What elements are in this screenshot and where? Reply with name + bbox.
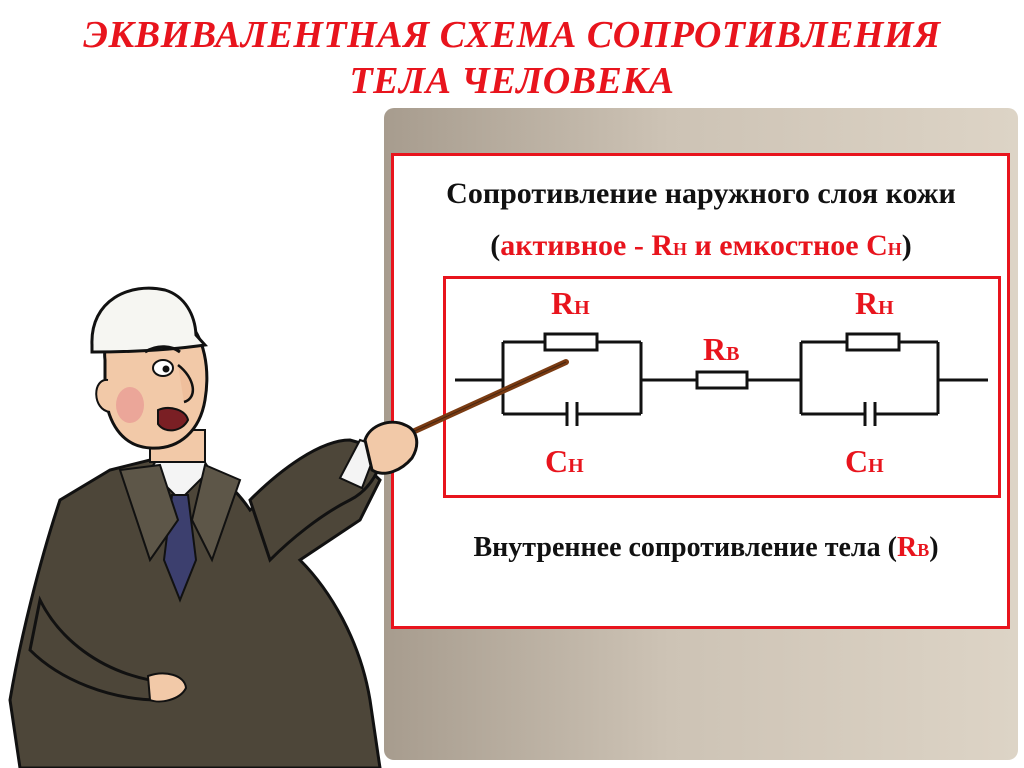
right-capacitor-label: СН bbox=[845, 443, 884, 479]
pupil bbox=[162, 365, 170, 373]
left-parallel-block bbox=[501, 332, 643, 426]
raised-hand bbox=[363, 420, 419, 475]
left-resistor-label: RН bbox=[551, 285, 590, 321]
left-resistor-symbol bbox=[543, 332, 599, 352]
heading-line2: (активное - RН и емкостное СН) bbox=[394, 220, 1008, 275]
right-lapel bbox=[190, 463, 242, 563]
heading-line1: Сопротивление наружного слоя кожи bbox=[446, 177, 956, 210]
middle-resistor-symbol bbox=[695, 370, 749, 390]
heading-active-label: активное - R bbox=[500, 229, 673, 262]
left-lapel bbox=[118, 463, 180, 563]
ear bbox=[95, 378, 111, 413]
caption-r-subscript: В bbox=[917, 540, 930, 560]
heading-open-paren: ( bbox=[490, 229, 501, 262]
middle-resistor-label: RВ bbox=[703, 331, 739, 367]
caption-r-main: R bbox=[896, 532, 918, 563]
heading-capacitive-label: и емкостное С bbox=[687, 229, 888, 262]
cheek-blush bbox=[116, 387, 144, 423]
right-resistor-symbol bbox=[845, 332, 901, 352]
hard-hat bbox=[90, 286, 208, 354]
eyebrow bbox=[144, 345, 181, 354]
heading-cn-subscript: Н bbox=[887, 239, 902, 259]
equivalent-circuit-diagram: RН СН RВ RН СН bbox=[455, 285, 988, 479]
left-capacitor-label: СН bbox=[545, 443, 584, 479]
nose bbox=[177, 364, 194, 404]
hip-hand bbox=[146, 672, 188, 703]
caption-close-paren: ) bbox=[929, 532, 939, 563]
right-parallel-block bbox=[799, 332, 940, 426]
skin-resistance-heading: Сопротивление наружного слоя кожи (актив… bbox=[394, 168, 1008, 275]
caption-text: Внутреннее сопротивление тела ( bbox=[473, 532, 897, 563]
lecturer-illustration bbox=[8, 286, 569, 768]
heading-close-paren: ) bbox=[901, 229, 912, 262]
slide-title-line1: ЭКВИВАЛЕНТНАЯ СХЕМА СОПРОТИВЛЕНИЯ bbox=[83, 14, 941, 56]
right-resistor-label: RН bbox=[855, 285, 894, 321]
internal-resistance-caption: Внутреннее сопротивление тела (RВ) bbox=[394, 528, 1008, 570]
heading-rn-subscript: Н bbox=[672, 239, 687, 259]
mouth bbox=[157, 407, 190, 432]
slide-title-line2: ТЕЛА ЧЕЛОВЕКА bbox=[349, 60, 675, 102]
slide-title: ЭКВИВАЛЕНТНАЯ СХЕМА СОПРОТИВЛЕНИЯ ТЕЛА Ч… bbox=[0, 12, 1024, 104]
